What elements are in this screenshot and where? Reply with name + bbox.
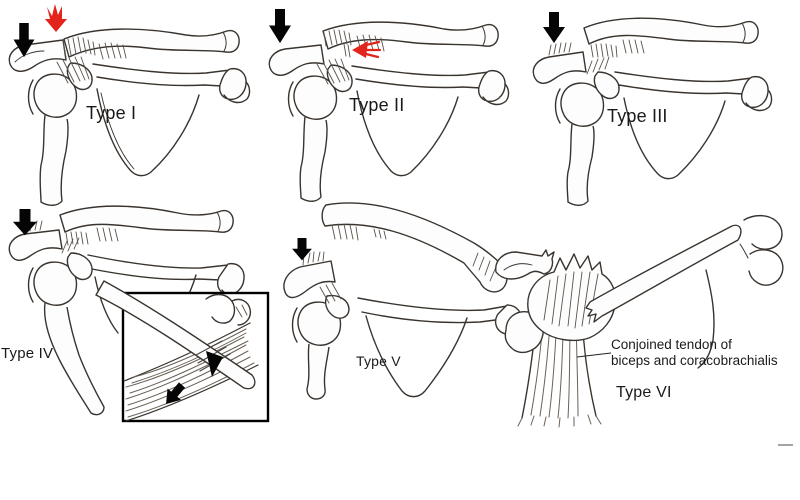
inset-scapula-fragments [205, 293, 252, 326]
type-i-illustration [8, 4, 251, 206]
annotation-line-1: Conjoined tendon of [611, 337, 732, 352]
humeral-head [27, 261, 78, 306]
scapula-body [623, 97, 726, 180]
inset-box [95, 280, 270, 423]
type-ii-illustration [268, 9, 510, 202]
humeral-head [27, 73, 78, 118]
coracoid-process [66, 252, 93, 281]
force-arrow-down-icon [543, 12, 565, 43]
clavicle [322, 21, 499, 50]
type-iii-illustration [532, 12, 773, 206]
displaced-clavicle [59, 205, 234, 233]
scapula-body [365, 315, 468, 398]
coracoclavicular-ligament-hatching [316, 58, 350, 85]
injury-arrow-left-icon [352, 40, 382, 59]
coracoclavicular-ligament-hatching [319, 282, 342, 304]
scapular-spine [92, 63, 251, 104]
humerus [299, 116, 328, 202]
acromion-fragment [495, 249, 555, 280]
humeral-head [287, 75, 338, 120]
upper-arm-contour [697, 269, 715, 369]
injury-burst-arrow-icon [45, 4, 67, 32]
acromion [268, 44, 325, 76]
torn-ligament-hatching [548, 39, 645, 75]
type-iv-label: Type IV [1, 345, 54, 362]
scapula-body [356, 90, 459, 177]
acromion [8, 229, 63, 261]
type-i-label: Type I [86, 103, 137, 123]
force-arrow-down-icon [269, 9, 291, 44]
humerus [39, 114, 69, 206]
coracoid-process [593, 71, 620, 100]
type-v-label: Type V [356, 353, 401, 369]
scapula-body [96, 88, 200, 177]
scapular-spine [614, 71, 773, 112]
type-iv-illustration [8, 205, 270, 423]
scale-dash [778, 444, 793, 446]
type-vi-label: Type VI [616, 384, 672, 401]
ac-ligament-hatching [323, 29, 385, 58]
type-v-illustration [283, 202, 523, 400]
humeral-head [554, 82, 605, 127]
annotation-line-2: biceps and coracobrachialis [611, 352, 778, 368]
type-ii-label: Type II [349, 95, 405, 115]
humerus [306, 343, 330, 400]
type-vi-illustration [495, 214, 784, 428]
acromion [283, 251, 336, 299]
acromion [532, 51, 587, 84]
ac-ligament-hatching [62, 36, 127, 60]
detached-clavicle [321, 202, 508, 293]
scapular-spine [351, 65, 510, 106]
conjoined-tendon-annotation: Conjoined tendon of biceps and coracobra… [611, 337, 778, 368]
elbow-and-hand [739, 214, 784, 286]
clavicle [63, 28, 240, 58]
displaced-clavicle [585, 224, 742, 323]
annotation-leader-line [576, 352, 612, 358]
displaced-clavicle [583, 17, 759, 45]
type-iii-label: Type III [607, 106, 668, 126]
inset-arrowhead-icon [206, 351, 223, 377]
humerus [566, 123, 595, 206]
humerus [43, 302, 105, 416]
scapular-spine [87, 254, 246, 299]
force-arrow-down-icon [12, 209, 38, 236]
coracoclavicular-ligament-hatching [56, 56, 90, 84]
coracoid-process [324, 294, 350, 319]
